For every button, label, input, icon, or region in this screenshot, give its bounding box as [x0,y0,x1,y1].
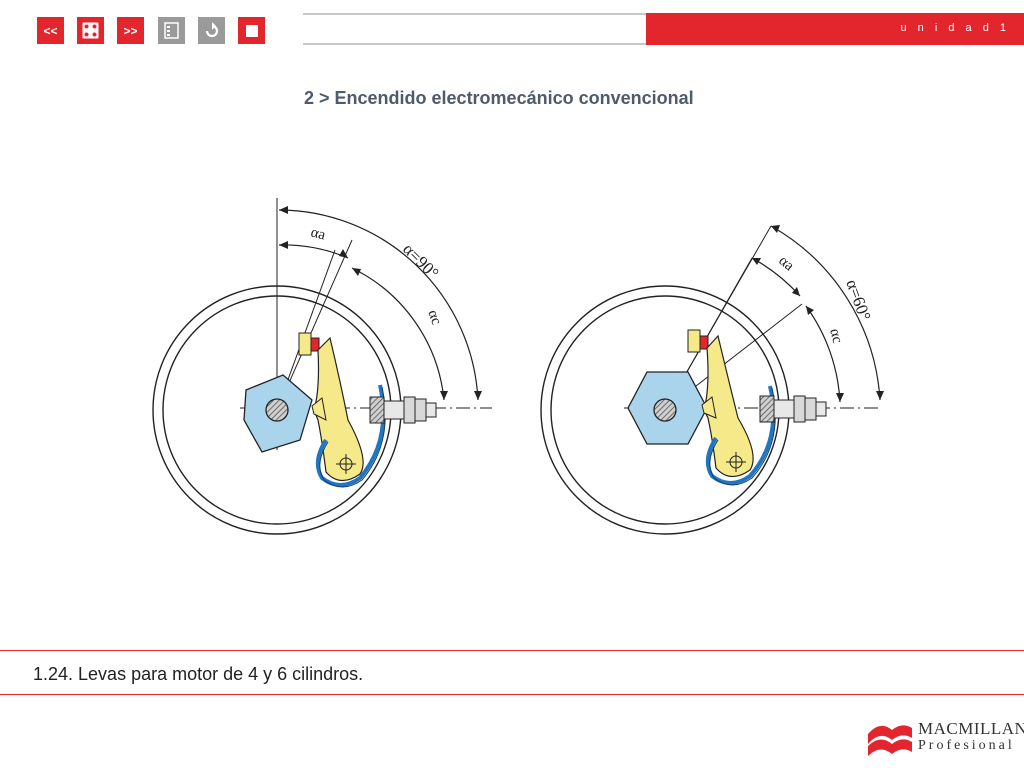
dice-button[interactable] [77,17,104,44]
brand-name: MACMILLAN [918,719,1024,738]
unit-label: u n i d a d 1 [900,22,1010,34]
stop-button[interactable] [238,17,265,44]
previous-label: << [43,23,58,38]
stop-square-icon [245,24,258,37]
list-menu-icon [164,22,179,39]
previous-button[interactable]: << [37,17,64,44]
left-alpha-label: α=90° [399,239,442,282]
dice-icon [82,22,99,39]
right-distributor [540,225,884,535]
back-button[interactable] [198,17,225,44]
macmillan-logo-icon [868,725,912,756]
figure-caption: 1.24. Levas para motor de 4 y 6 cilindro… [33,664,364,684]
right-alpha-label: α=60° [842,277,874,323]
unit-header-bar: u n i d a d 1 [646,13,1024,45]
menu-button[interactable] [158,17,185,44]
left-distributor [152,198,492,535]
left-alpha-c-label: αc [424,308,444,327]
brand-sub: Profesional [918,738,1015,753]
next-label: >> [123,23,138,38]
caption-divider-bottom [0,694,1024,695]
right-alpha-c-label: αc [826,327,845,345]
cam-diagram: α=90° αa αc [152,198,884,535]
caption-divider-top [0,650,1024,651]
undo-arrow-icon [205,21,218,37]
header-line [303,13,646,45]
right-alpha-a-label: αa [775,253,797,275]
left-alpha-a-label: αa [309,224,327,243]
section-title: 2 > Encendido electromecánico convencion… [304,88,694,108]
next-button[interactable]: >> [117,17,144,44]
